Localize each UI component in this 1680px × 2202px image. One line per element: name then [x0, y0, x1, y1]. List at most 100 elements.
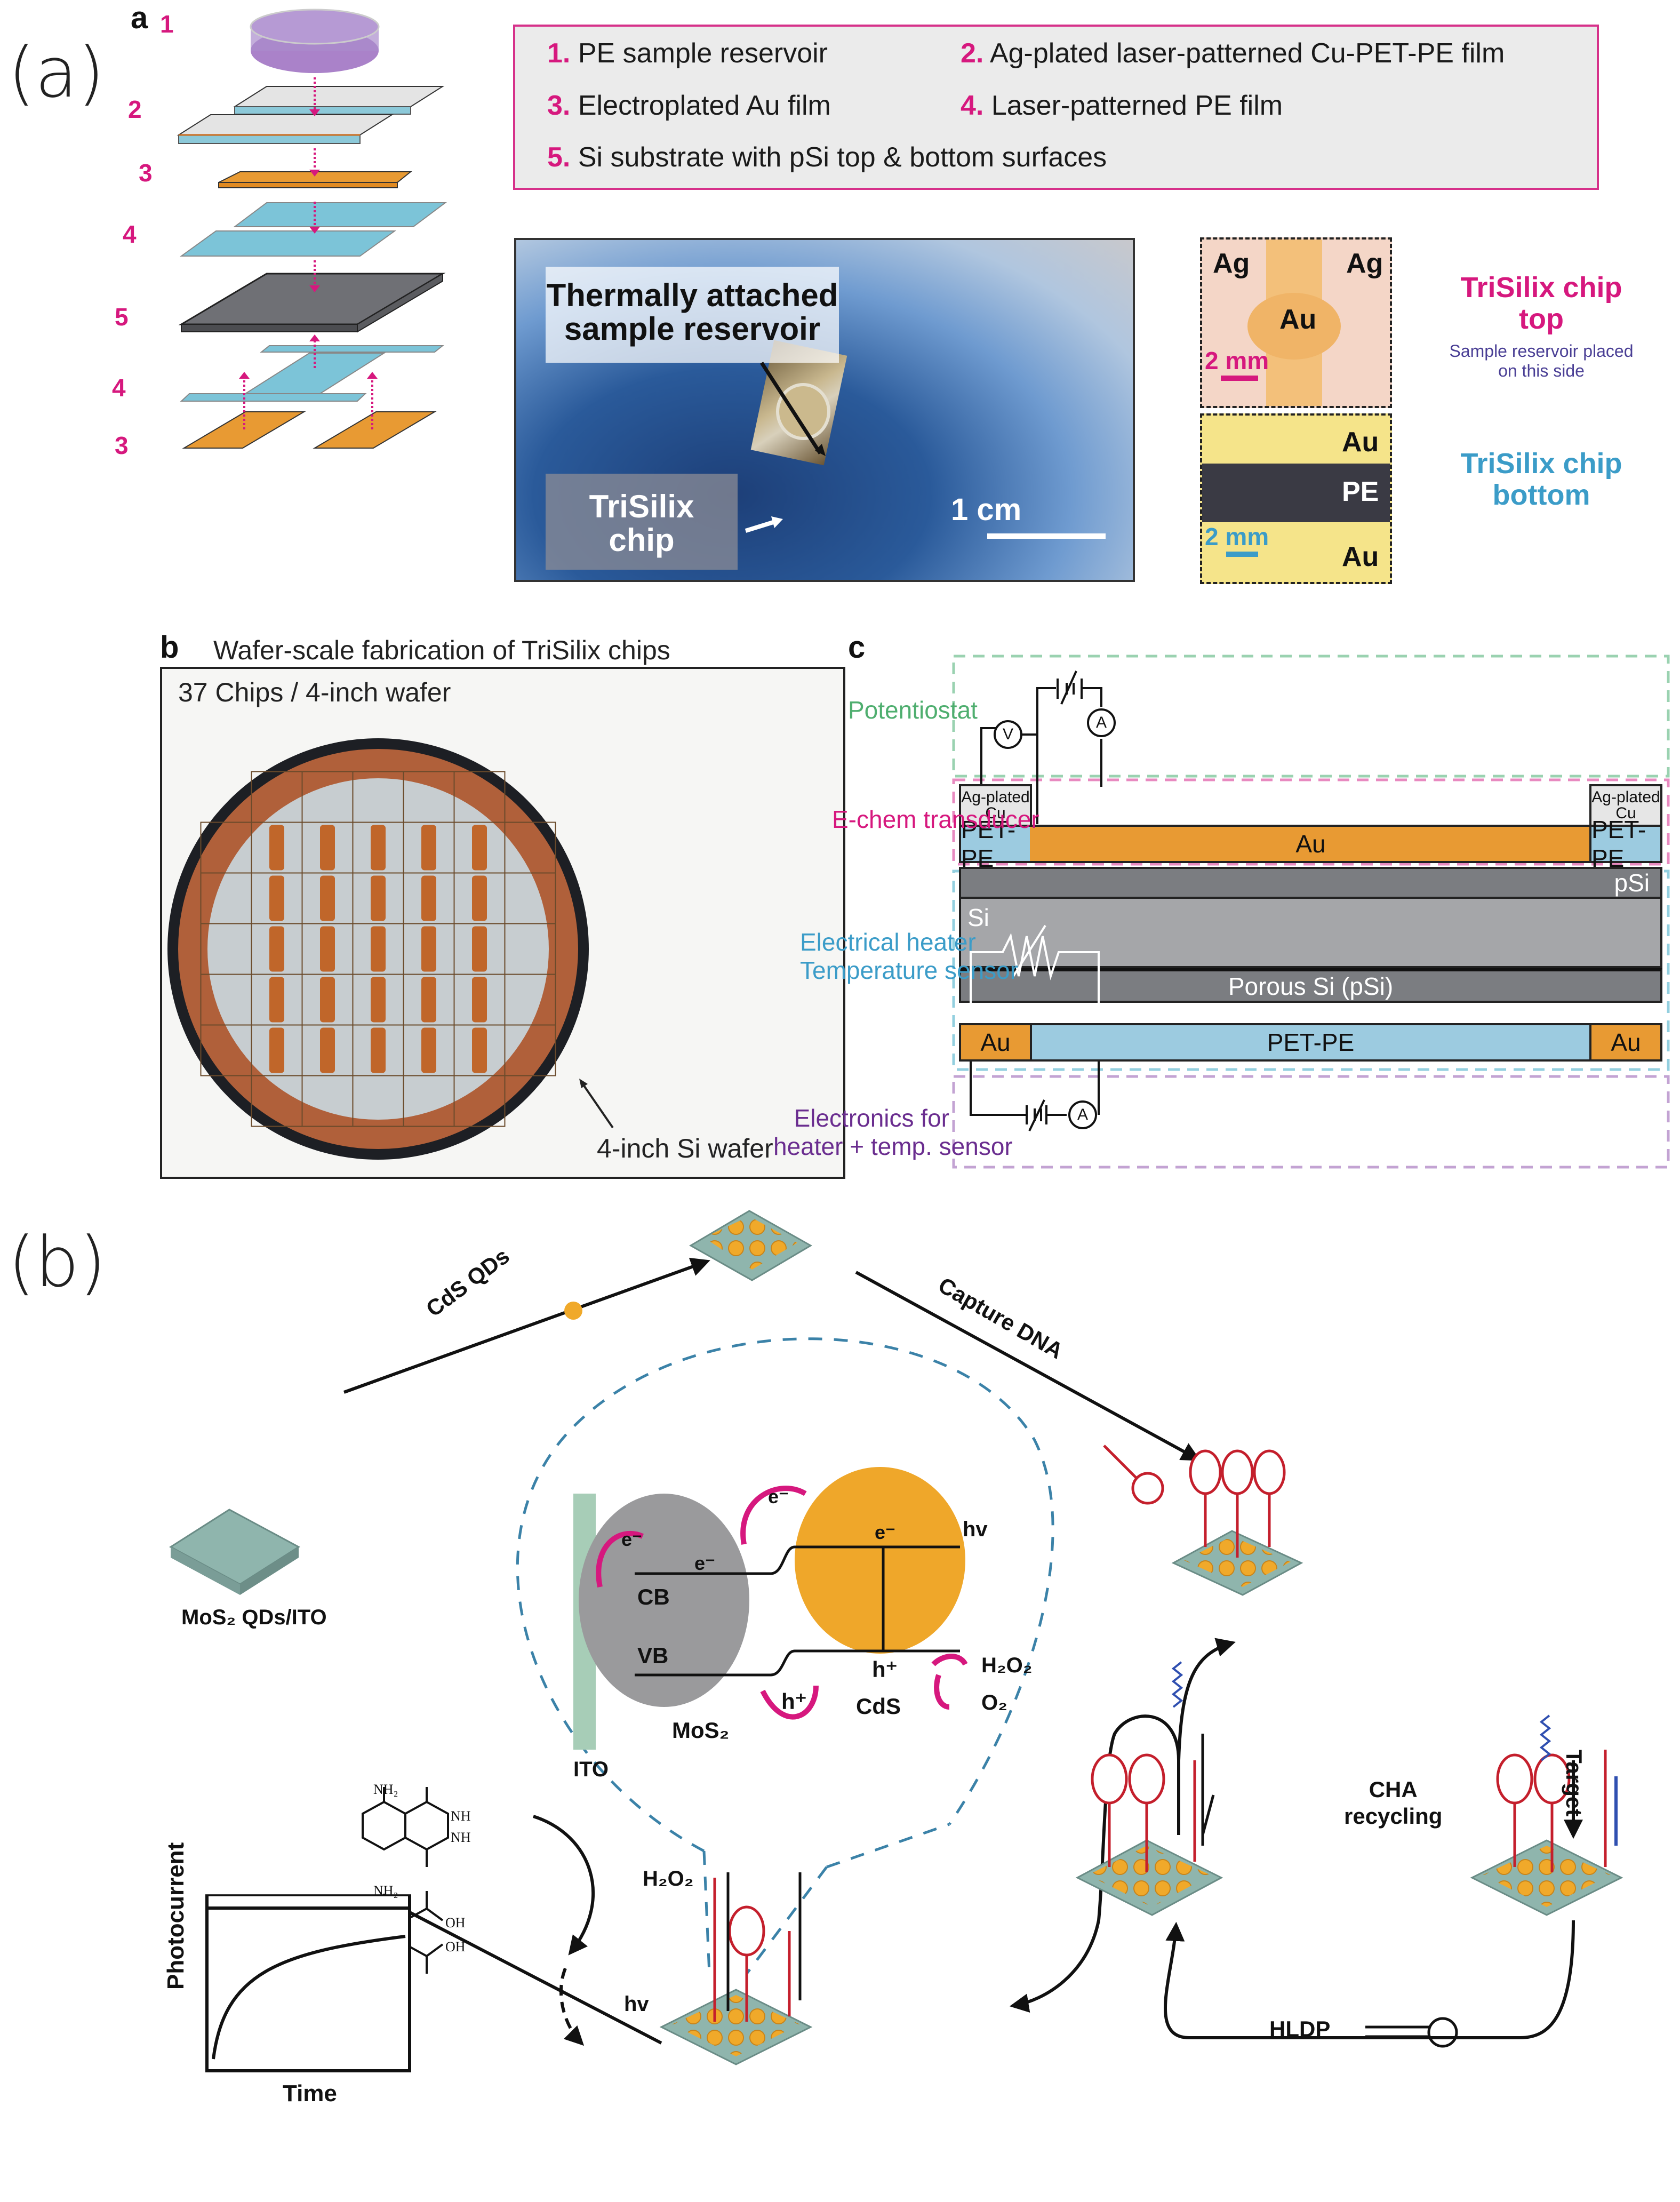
ag-plated-cu-left: Ag-plated Cu: [959, 784, 1032, 827]
wafer-chip-electrode: [269, 875, 284, 921]
legend-item-3: 3. Electroplated Au film: [547, 90, 831, 122]
wafer-chip-cell: [504, 1024, 556, 1076]
chip-callout: TriSilix chip: [546, 474, 738, 570]
callout-line: TriSilix: [589, 489, 694, 524]
legend-item-2: 2. Ag-plated laser-patterned Cu-PET-PE f…: [961, 37, 1505, 69]
luminol-nh2-label: NH₂: [373, 1782, 398, 1797]
cds-hole-label: h⁺: [872, 1657, 898, 1682]
wafer-chip-electrode: [421, 875, 436, 921]
cds-label: CdS: [856, 1694, 901, 1719]
subpanel-b-label: b: [160, 630, 179, 665]
cds-qd-icon: [564, 1302, 582, 1320]
mos2-particle: [579, 1494, 749, 1707]
legend-number: 1.: [547, 38, 571, 69]
chip-top-label-ag-right: Ag: [1346, 248, 1383, 279]
wafer-chip-electrode: [472, 977, 487, 1023]
wafer-chip-electrode: [269, 977, 284, 1023]
chip-top-label-ag-left: Ag: [1213, 248, 1250, 279]
chip-top-label-au: Au: [1279, 304, 1317, 335]
ito-electron-label: e⁻: [621, 1528, 643, 1550]
wafer-chip-electrode: [472, 926, 487, 972]
callout-line: sample reservoir: [564, 311, 821, 347]
wafer-chip-cell: [453, 1075, 506, 1127]
zoom-circle: [516, 1337, 1054, 1853]
panel-a-label: (a): [8, 32, 105, 113]
capture-dna-hairpin: [1103, 1445, 1164, 1505]
photocurrent-arrow: [380, 1897, 662, 2045]
plot-frame: [205, 1906, 411, 2072]
cds-particle: [795, 1467, 965, 1654]
wafer-chip-electrode: [320, 977, 335, 1023]
cha-substrate: [1075, 1734, 1223, 1916]
wafer-chip-electrode: [371, 825, 386, 871]
cb-label: CB: [637, 1584, 670, 1609]
hv-arrow: [559, 1967, 585, 2046]
note-line: on this side: [1498, 361, 1585, 380]
layer-label: Ag-plated: [961, 788, 1030, 806]
photo-arrows: [745, 362, 826, 533]
au-pad-layer-bottom: [182, 411, 437, 449]
wafer-title: Wafer-scale fabrication of TriSilix chip…: [213, 635, 670, 665]
ammeter-bottom-label: A: [1077, 1106, 1089, 1123]
ito-label: ITO: [573, 1758, 609, 1781]
chip-bottom-label-pe: PE: [1342, 476, 1379, 507]
wafer-chip-electrode: [320, 1027, 335, 1073]
o2-label: O₂: [981, 1691, 1007, 1714]
mos2-hole-label: h⁺: [781, 1689, 807, 1714]
wafer-grid: [200, 771, 556, 1127]
panel-b-label: (b): [8, 1222, 106, 1303]
legend-number: 5.: [547, 142, 571, 173]
pe-film-layer-top: [179, 202, 447, 257]
chip-top-scale-label: 2 mm: [1205, 347, 1269, 374]
wafer-chip-electrode: [371, 977, 386, 1023]
target-label: Target: [1562, 1750, 1587, 1817]
potentiostat-section: [952, 655, 1670, 778]
cha-up-arrow: [1177, 1638, 1236, 1761]
hldp-probe: [1365, 2017, 1458, 2048]
wafer-chip-electrode: [421, 977, 436, 1023]
legend-text: Si substrate with pSi top & bottom surfa…: [578, 142, 1107, 173]
target-bound-substrate: [1470, 1750, 1623, 1916]
wafer-chip-electrode: [269, 825, 284, 871]
luminol-nh-label: NH: [451, 1808, 471, 1824]
voltmeter-label: V: [1003, 725, 1014, 743]
reaction-h2o2-label: H₂O₂: [643, 1867, 694, 1890]
aminophthalate-oh-label: OH: [445, 1915, 466, 1930]
sample-reservoir-layer: [250, 9, 380, 73]
wafer-chip-electrode: [421, 1027, 436, 1073]
layer-label: Ag-plated: [1591, 788, 1660, 806]
au-electrode: Au: [1030, 825, 1591, 863]
chip-top-image: Ag Ag Au 2 mm: [1200, 237, 1392, 408]
layer-number-5: 5: [115, 303, 129, 331]
scale-bar-label: 1 cm: [951, 492, 1022, 527]
bottom-pet-pe: PET-PE: [1030, 1023, 1591, 1062]
au-film-layer: [218, 171, 412, 188]
chip-top-scale-bar: [1221, 376, 1258, 381]
title-line: TriSilix chip: [1460, 448, 1622, 480]
capture-dna-arrow: [855, 1271, 1201, 1461]
target-strand-right: [1539, 1714, 1551, 1761]
label-line: Electronics for: [794, 1104, 949, 1132]
luminol-nh-label-2: NH: [451, 1830, 471, 1845]
chip-bottom-title: TriSilix chip bottom: [1408, 448, 1675, 512]
plot-xlabel: Time: [283, 2080, 337, 2107]
legend-text: Ag-plated laser-patterned Cu-PET-PE film: [989, 38, 1505, 69]
hldp-arrow: [1164, 1920, 1575, 2039]
legend-item-5: 5. Si substrate with pSi top & bottom su…: [547, 141, 1107, 173]
chip-count-label: 37 Chips / 4-inch wafer: [178, 677, 451, 707]
hldp-label: HLDP: [1269, 2016, 1331, 2041]
plot-ylabel: Photocurrent: [163, 1842, 189, 1990]
ammeter-icon: [1087, 708, 1116, 737]
bottom-au-right: Au: [1589, 1023, 1662, 1062]
legend-number: 2.: [961, 38, 984, 69]
legend-text: PE sample reservoir: [578, 38, 828, 69]
reservoir-image: [776, 383, 830, 440]
chip-bottom-scale-label: 2 mm: [1205, 523, 1269, 550]
layer-label: Cu: [1615, 804, 1636, 822]
ag-plated-cu-right: Ag-plated Cu: [1589, 784, 1662, 827]
wafer-chip-electrode: [421, 825, 436, 871]
wafer-chip-electrode: [269, 926, 284, 972]
title-line: bottom: [1492, 479, 1590, 512]
